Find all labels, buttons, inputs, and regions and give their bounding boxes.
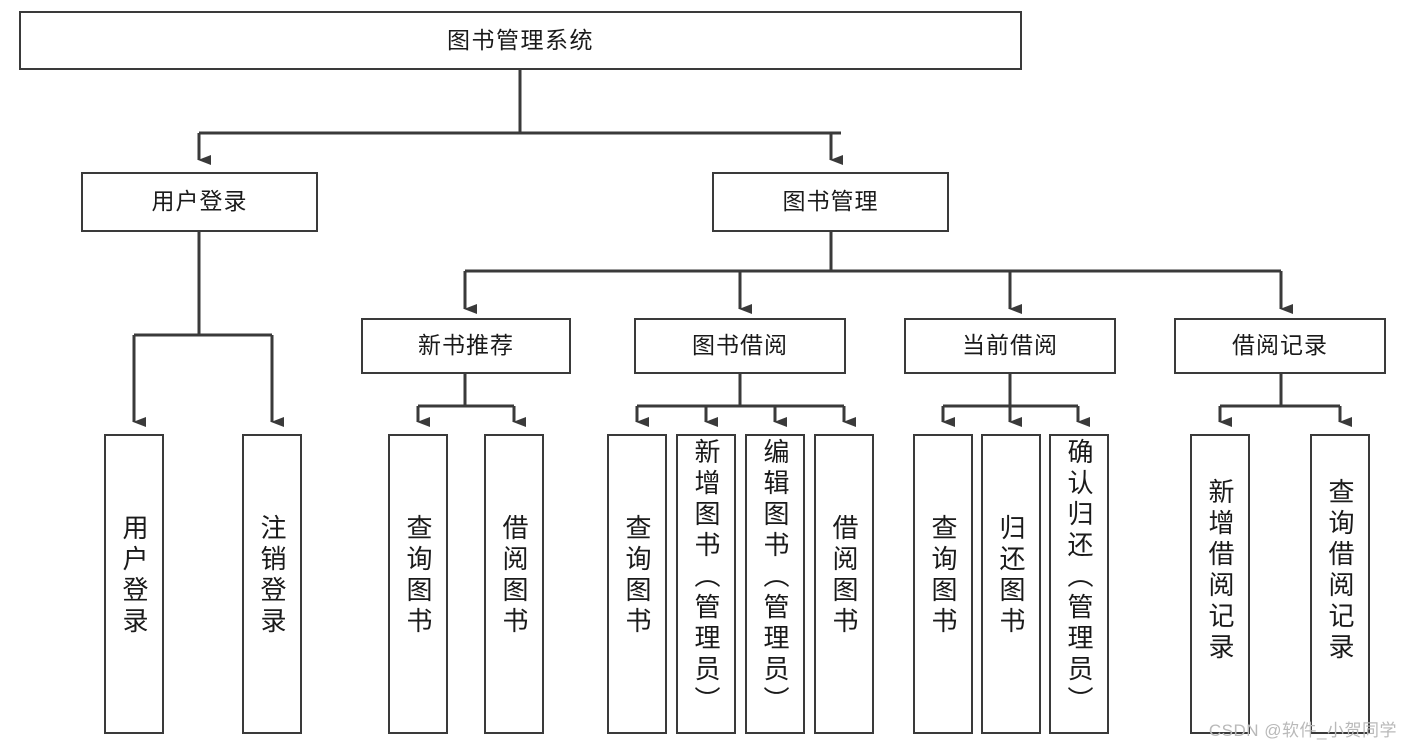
leaf-user-login-signout[interactable]: 注销登录 (242, 434, 302, 734)
node-new-book-recommend[interactable]: 新书推荐 (361, 318, 571, 374)
leaf-borrow-borrow-book[interactable]: 借阅图书 (814, 434, 874, 734)
leaf-current-query-book[interactable]: 查询图书 (913, 434, 973, 734)
node-label: 查询图书 (403, 514, 433, 638)
node-label: 新书推荐 (418, 332, 514, 359)
node-book-management[interactable]: 图书管理 (712, 172, 949, 232)
node-label: 新增借阅记录 (1205, 478, 1235, 664)
node-label: 借阅记录 (1232, 332, 1328, 359)
node-label: 注销登录 (257, 514, 287, 638)
node-root-book-management-system[interactable]: 图书管理系统 (19, 11, 1022, 70)
leaf-user-login-signin[interactable]: 用户登录 (104, 434, 164, 734)
node-book-borrow[interactable]: 图书借阅 (634, 318, 846, 374)
node-label: 确认归还（管理员） (1064, 438, 1094, 717)
leaf-current-return-book[interactable]: 归还图书 (981, 434, 1041, 734)
node-label: 图书管理 (782, 188, 879, 215)
node-label: 借阅图书 (829, 514, 859, 638)
node-label: 图书管理系统 (447, 26, 594, 53)
leaf-record-add-borrow-record[interactable]: 新增借阅记录 (1190, 434, 1250, 734)
leaf-record-query-borrow-record[interactable]: 查询借阅记录 (1310, 434, 1370, 734)
node-label: 图书借阅 (692, 332, 788, 359)
node-user-login[interactable]: 用户登录 (81, 172, 318, 232)
leaf-borrow-add-book-admin[interactable]: 新增图书（管理员） (676, 434, 736, 734)
node-label: 归还图书 (996, 514, 1026, 638)
node-label: 查询图书 (928, 514, 958, 638)
node-label: 新增图书（管理员） (691, 438, 721, 717)
node-label: 借阅图书 (499, 514, 529, 638)
leaf-borrow-edit-book-admin[interactable]: 编辑图书（管理员） (745, 434, 805, 734)
leaf-new-book-borrow[interactable]: 借阅图书 (484, 434, 544, 734)
leaf-current-confirm-return-admin[interactable]: 确认归还（管理员） (1049, 434, 1109, 734)
node-borrow-record[interactable]: 借阅记录 (1174, 318, 1386, 374)
node-current-borrow[interactable]: 当前借阅 (904, 318, 1116, 374)
node-label: 当前借阅 (962, 332, 1058, 359)
node-label: 用户登录 (119, 514, 149, 638)
node-label: 编辑图书（管理员） (760, 438, 790, 717)
leaf-new-book-query[interactable]: 查询图书 (388, 434, 448, 734)
csdn-watermark: CSDN @软件_小贺同学 (1208, 721, 1397, 740)
node-label: 查询借阅记录 (1325, 478, 1355, 664)
leaf-borrow-query-book[interactable]: 查询图书 (607, 434, 667, 734)
node-label: 用户登录 (151, 188, 248, 215)
node-label: 查询图书 (622, 514, 652, 638)
